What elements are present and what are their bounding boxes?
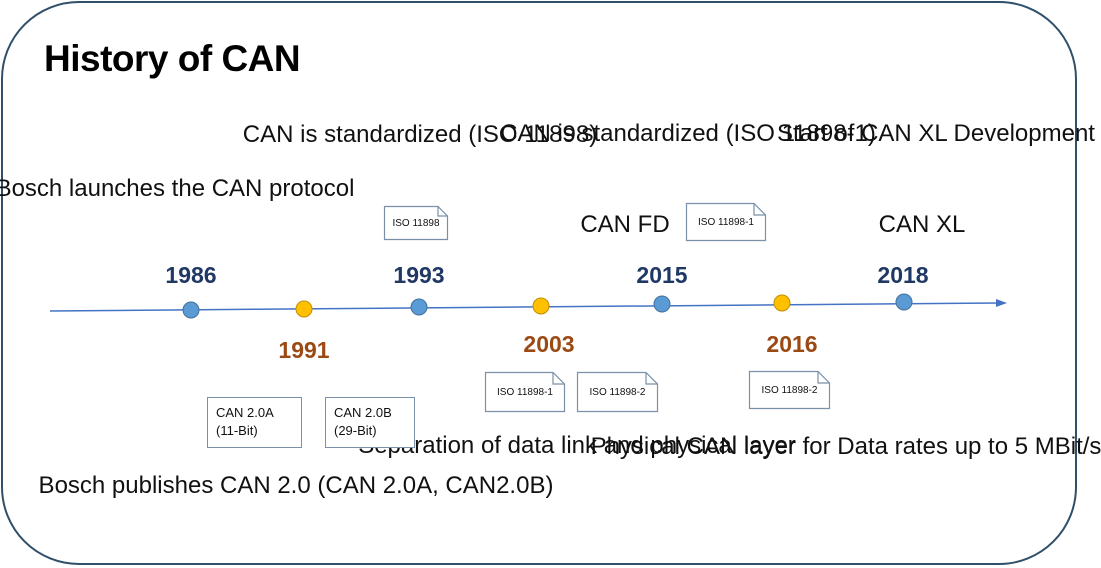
year-2015: 2015 [636,262,688,288]
year-2016: 2016 [766,331,818,357]
year-2018: 2018 [877,262,929,288]
slide-frame [1,1,1077,565]
label-can-xl-start: Start of CAN XL Development [777,120,1095,147]
label-separation: Separation of data link and physical lay… [358,432,796,459]
document-icon-iso-11898-2-2016: ISO 11898-2 [748,370,831,410]
label-physical-layer: Physical CAN layer for Data rates up to … [590,433,1101,460]
timeline-node-2003 [532,297,550,315]
label-standardized-2015: CAN is standardized (ISO 11898-1) [500,120,876,147]
timeline-node-2015 [653,295,671,313]
timeline-node-1993 [410,298,428,316]
label-standardized-1993: CAN is standardized (ISO 11898) [242,121,598,148]
spec-box-can-2-0a: CAN 2.0A (11-Bit) [207,397,302,448]
document-icon-iso-11898-1-2015: ISO 11898-1 [685,202,767,242]
document-icon-iso-11898-2-2003: ISO 11898-2 [576,371,659,413]
year-2003: 2003 [523,331,575,357]
spec-box-can-2-0b: CAN 2.0B (29-Bit) [325,397,415,448]
year-1986: 1986 [165,262,217,288]
timeline-nodes [182,293,913,319]
label-bosch-publishes: Bosch publishes CAN 2.0 (CAN 2.0A, CAN2.… [38,472,554,499]
document-icon-iso-11898-1-2003: ISO 11898-1 [484,371,566,413]
document-icon-iso-11898: ISO 11898 [383,205,449,241]
label-can-xl: CAN XL [878,211,966,238]
timeline-node-2018 [895,293,913,311]
label-can-fd: CAN FD [580,211,670,238]
year-1993: 1993 [393,262,445,288]
timeline-node-1991 [295,300,313,318]
page-title: History of CAN [44,38,301,79]
timeline-node-1986 [182,301,200,319]
timeline-axis [49,302,999,312]
timeline-arrowhead [996,299,1007,307]
timeline-node-2016 [773,294,791,312]
year-1991: 1991 [278,337,330,363]
label-bosch-launch: Bosch launches the CAN protocol [0,175,355,202]
